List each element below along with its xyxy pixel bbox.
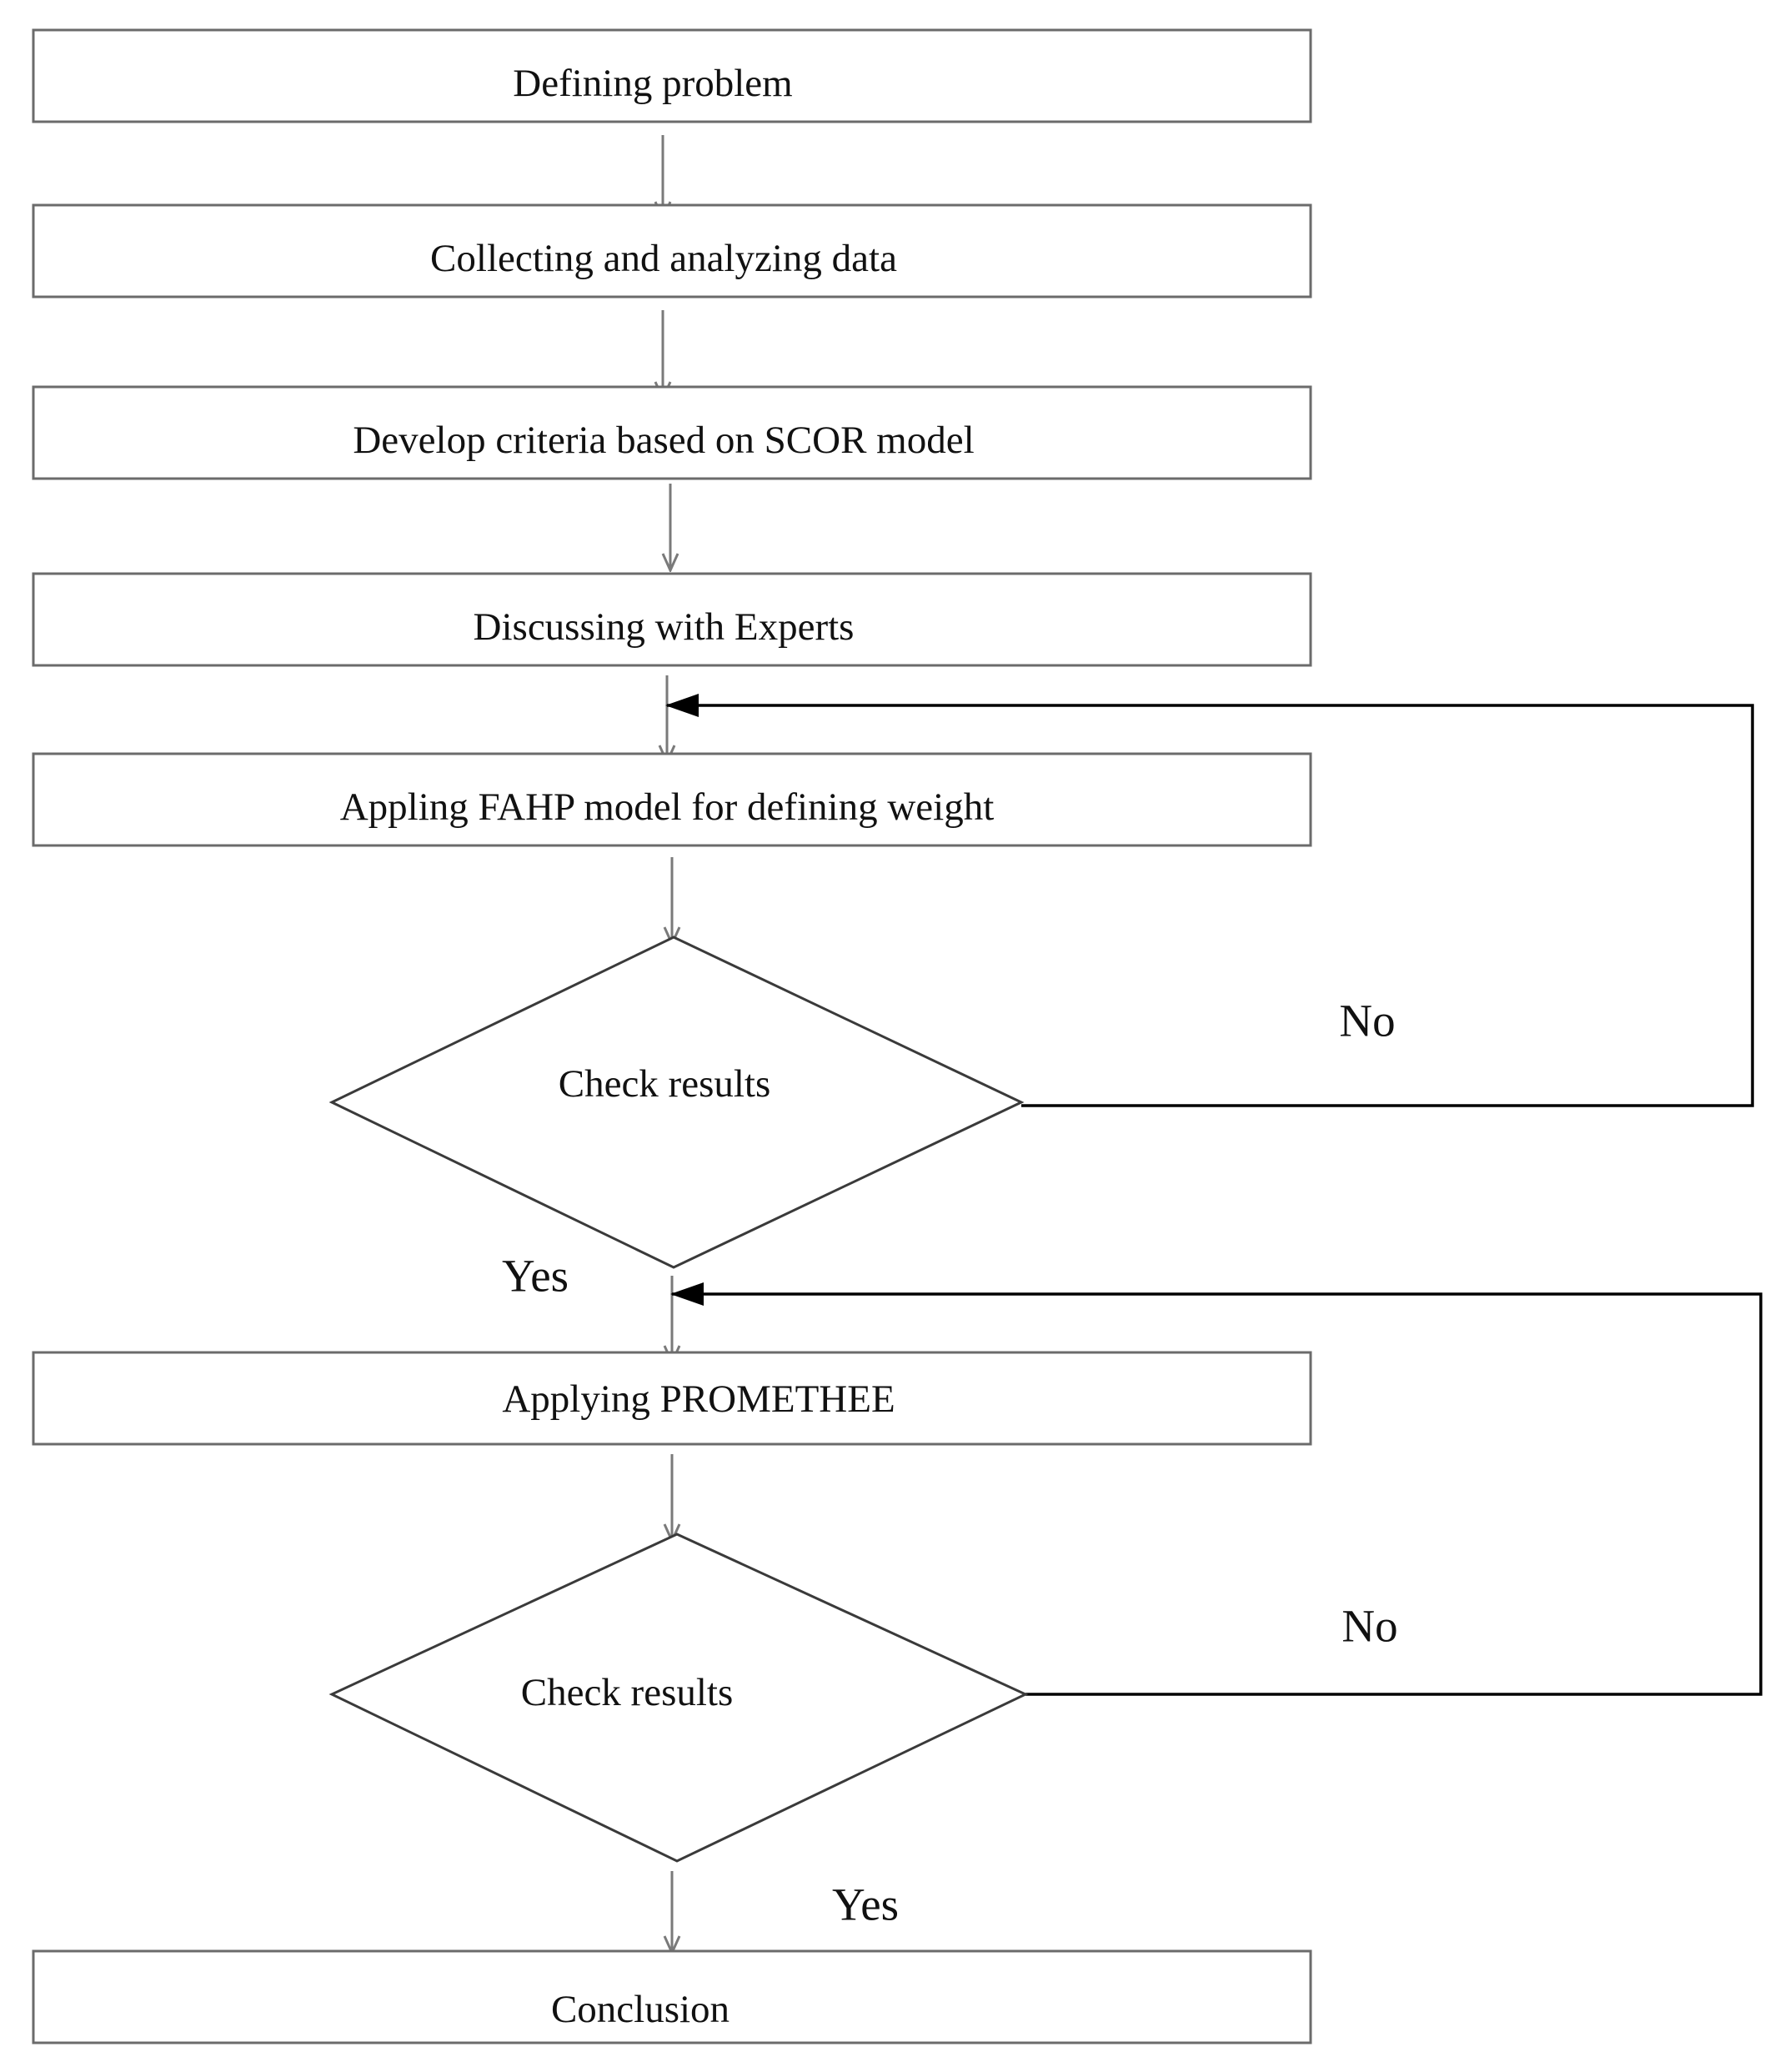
step-collecting-data-label: Collecting and analyzing data bbox=[430, 237, 897, 280]
step-develop-criteria: Develop criteria based on SCOR model bbox=[32, 385, 1312, 480]
feedback-loop-no-1 bbox=[665, 694, 1754, 1107]
branch-label-no-2: No bbox=[1341, 1601, 1397, 1652]
decision-check-results-1: Check results bbox=[328, 936, 1025, 1269]
step-applying-promethee-label: Applying PROMETHEE bbox=[502, 1377, 895, 1421]
step-defining-problem: Defining problem bbox=[32, 28, 1312, 123]
step-collecting-data: Collecting and analyzing data bbox=[32, 203, 1312, 299]
branch-label-yes-2: Yes bbox=[832, 1879, 899, 1930]
step-applying-promethee: Applying PROMETHEE bbox=[32, 1351, 1312, 1446]
step-discussing-experts: Discussing with Experts bbox=[32, 572, 1312, 667]
step-conclusion-label: Conclusion bbox=[551, 1988, 730, 2031]
step-applying-fahp-label: Appling FAHP model for defining weight bbox=[340, 785, 995, 829]
step-applying-fahp: Appling FAHP model for defining weight bbox=[32, 752, 1312, 847]
decision-check-results-1-label: Check results bbox=[559, 1062, 771, 1106]
decision-check-results-2: Check results bbox=[328, 1533, 1029, 1863]
decision-check-results-2-label: Check results bbox=[521, 1671, 734, 1714]
branch-label-yes-1: Yes bbox=[502, 1251, 569, 1302]
step-defining-problem-label: Defining problem bbox=[513, 62, 792, 105]
feedback-loop-no-2 bbox=[670, 1282, 1762, 1696]
step-develop-criteria-label: Develop criteria based on SCOR model bbox=[353, 419, 974, 462]
step-discussing-experts-label: Discussing with Experts bbox=[474, 605, 855, 649]
step-conclusion: Conclusion bbox=[32, 1949, 1312, 2044]
branch-label-no-1: No bbox=[1339, 996, 1395, 1046]
